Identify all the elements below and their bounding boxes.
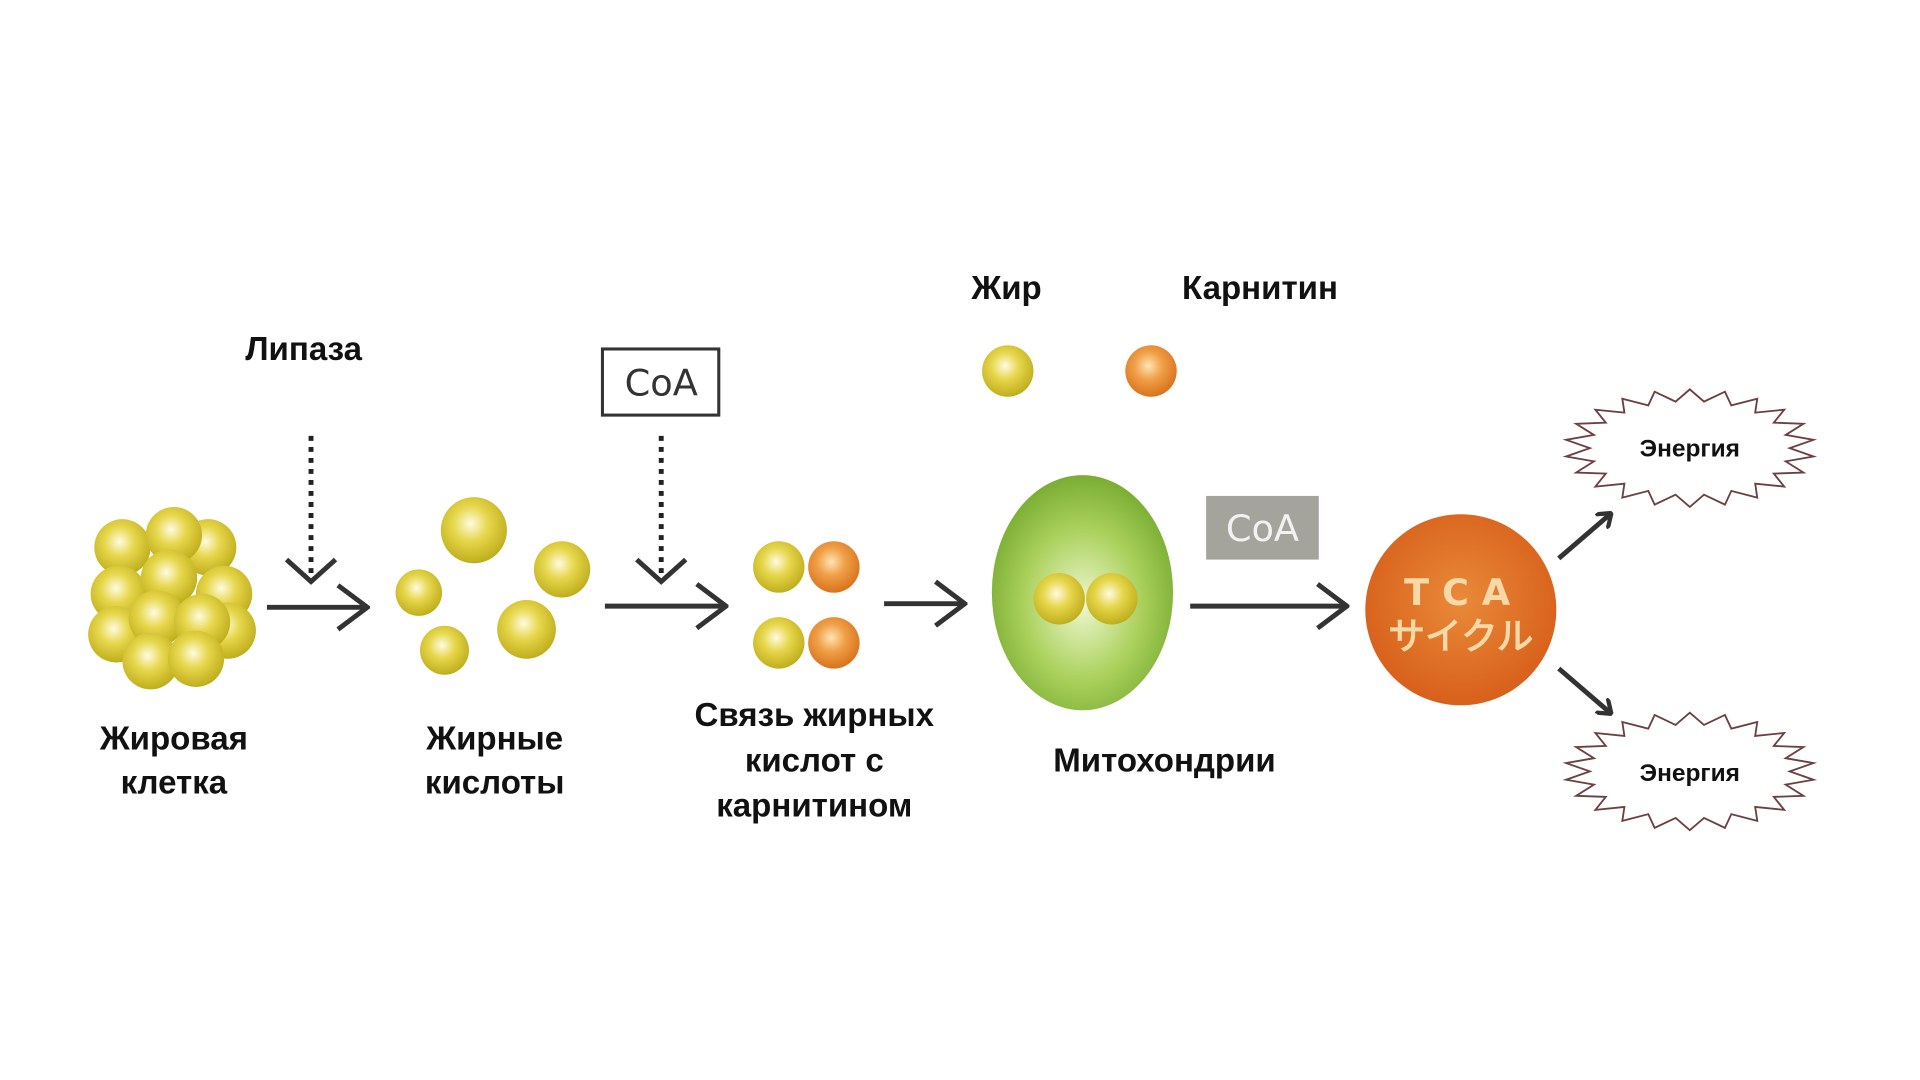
lipase-label: Липаза [245,331,362,368]
fat-cell-ball [122,633,179,690]
coa-label: CoA [625,362,698,405]
energy-burst-top-icon [1562,388,1818,509]
fat-cell-label-2: клетка [121,764,228,801]
fatty-acids-label-1: Жирные [425,720,563,757]
fat-carnitine-pairs [753,541,860,669]
mitochondria-label: Митохондрии [1053,742,1275,779]
fatty-acid-ball [440,497,507,564]
fat-cell-ball [167,630,225,687]
legend-fat-ball [982,345,1034,397]
coa-arrowhead-icon [635,557,688,585]
tca-label-2: サイクル [1388,615,1533,658]
fat-ball [753,541,805,593]
fatty-acid-ball [395,569,443,616]
binding-label-3: карнитином [716,788,912,825]
tca-label-1: T C A [1404,571,1511,614]
fatty-acid-ball [420,625,469,675]
carnitine-ball [808,541,860,593]
fat-cell-ball [94,519,151,576]
energy-top-label: Энергия [1640,436,1740,463]
fat-ball [1033,573,1085,625]
binding-label-1: Связь жирных [695,697,935,734]
fatty-acids-label-2: кислоты [425,764,565,801]
fat-ball [1086,573,1138,625]
fat-cell-ball [145,506,203,564]
legend-carnitine-ball [1125,345,1177,397]
legend-carnitine-label: Карнитин [1182,270,1338,307]
coa-box [600,347,721,417]
energy-burst-bottom-icon [1562,711,1818,832]
binding-label-2: кислот с [745,742,884,779]
legend-fat-label: Жир [970,270,1041,307]
fatty-acid-balls [395,497,591,675]
fat-cell-label-1: Жировая [99,720,248,757]
arrow-up-right-icon [1557,513,1612,561]
coa-grey-label: CoA [1226,507,1299,550]
fatty-acid-ball [533,541,591,598]
energy-bottom-label: Энергия [1640,760,1740,787]
carnitine-ball [808,617,860,669]
coa-grey-box [1206,495,1319,560]
fat-cell-ball [128,590,185,647]
lipase-arrowhead-icon [284,557,338,585]
fat-cell-cluster [88,506,256,690]
fat-ball [753,617,805,669]
tca-cycle-circle [1365,514,1557,706]
arrow-down-right-icon [1557,666,1612,714]
fatty-acid-ball [497,600,556,659]
